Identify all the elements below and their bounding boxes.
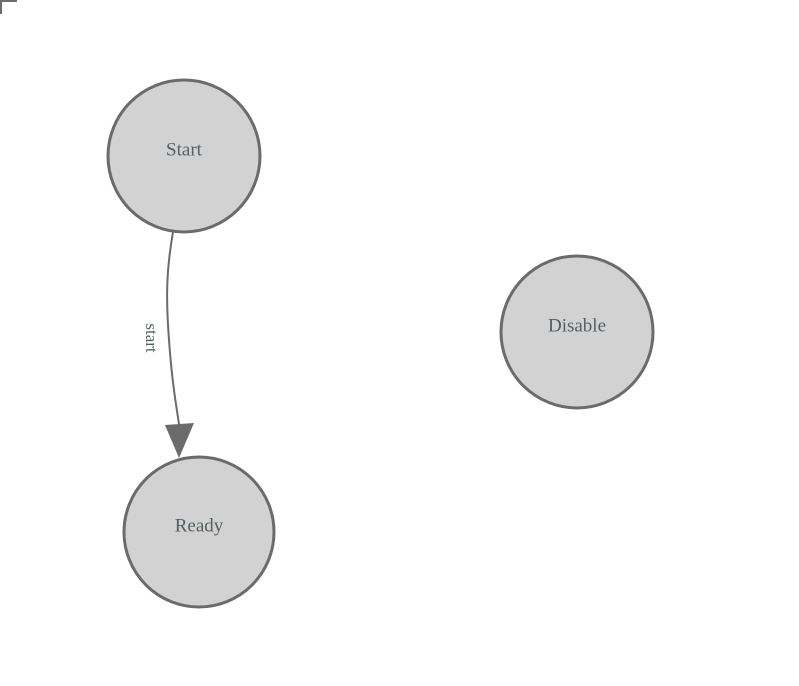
node-start-circle[interactable]: [106, 78, 262, 234]
edge-start-to-ready[interactable]: start: [142, 231, 194, 458]
node-ready-label: Ready: [175, 515, 224, 536]
node-start[interactable]: Start: [106, 78, 262, 234]
node-ready[interactable]: Ready: [122, 455, 276, 609]
node-ready-circle[interactable]: [122, 455, 276, 609]
node-disable[interactable]: Disable: [499, 254, 655, 410]
edge-label-start: start: [142, 323, 161, 353]
edge-path-start-to-ready: [166, 231, 180, 425]
top-left-corner-bracket-icon: [0, 0, 17, 14]
arrowhead-icon: [165, 423, 194, 458]
node-disable-circle[interactable]: [499, 254, 655, 410]
node-start-label: Start: [166, 139, 203, 160]
node-disable-label: Disable: [548, 315, 606, 336]
